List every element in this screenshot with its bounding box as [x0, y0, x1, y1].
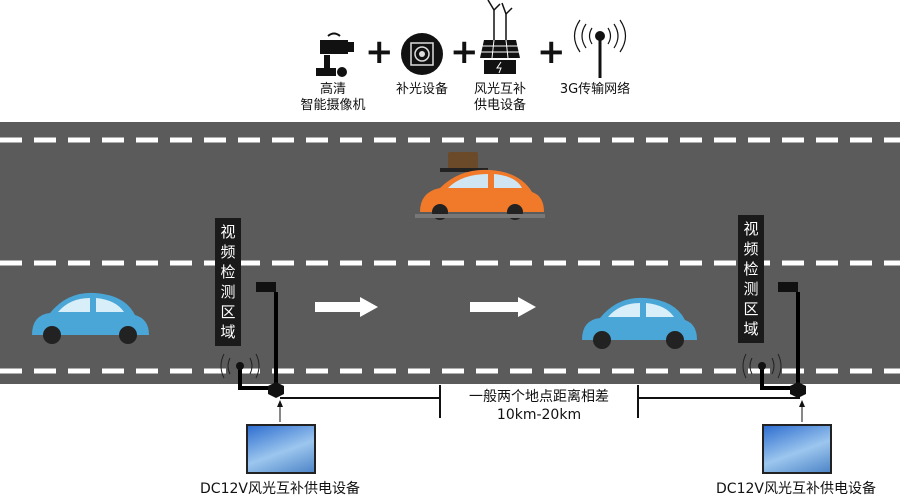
blue-car-right	[582, 297, 697, 349]
network-label: 3G传输网络	[559, 82, 631, 97]
detection-zone-left: 视频检测区域	[215, 218, 241, 346]
plus-sign: +	[537, 32, 566, 72]
wind-solar-label: 风光互补供电设备	[473, 82, 526, 113]
fill-light-label: 补光设备	[395, 82, 448, 97]
power-label-left: DC12V风光互补供电设备	[200, 481, 360, 497]
orange-car	[415, 152, 545, 220]
detection-zone-right: 视频检测区域	[738, 215, 764, 343]
wind-solar-icon	[480, 0, 520, 74]
direction-arrow	[470, 297, 536, 317]
antenna-icon	[573, 19, 627, 78]
plus-sign: +	[450, 32, 479, 72]
hd-camera-icon	[316, 32, 354, 77]
power-device-photo-right	[762, 424, 832, 474]
direction-arrow	[315, 297, 378, 317]
fill-light-icon	[401, 33, 443, 75]
power-label-right: DC12V风光互补供电设备	[716, 481, 876, 497]
camera-pole-left	[238, 292, 278, 390]
camera-label: 高清智能摄像机	[300, 82, 366, 113]
plus-sign: +	[365, 32, 394, 72]
blue-car-left	[32, 292, 149, 344]
power-device-photo-left	[246, 424, 316, 474]
